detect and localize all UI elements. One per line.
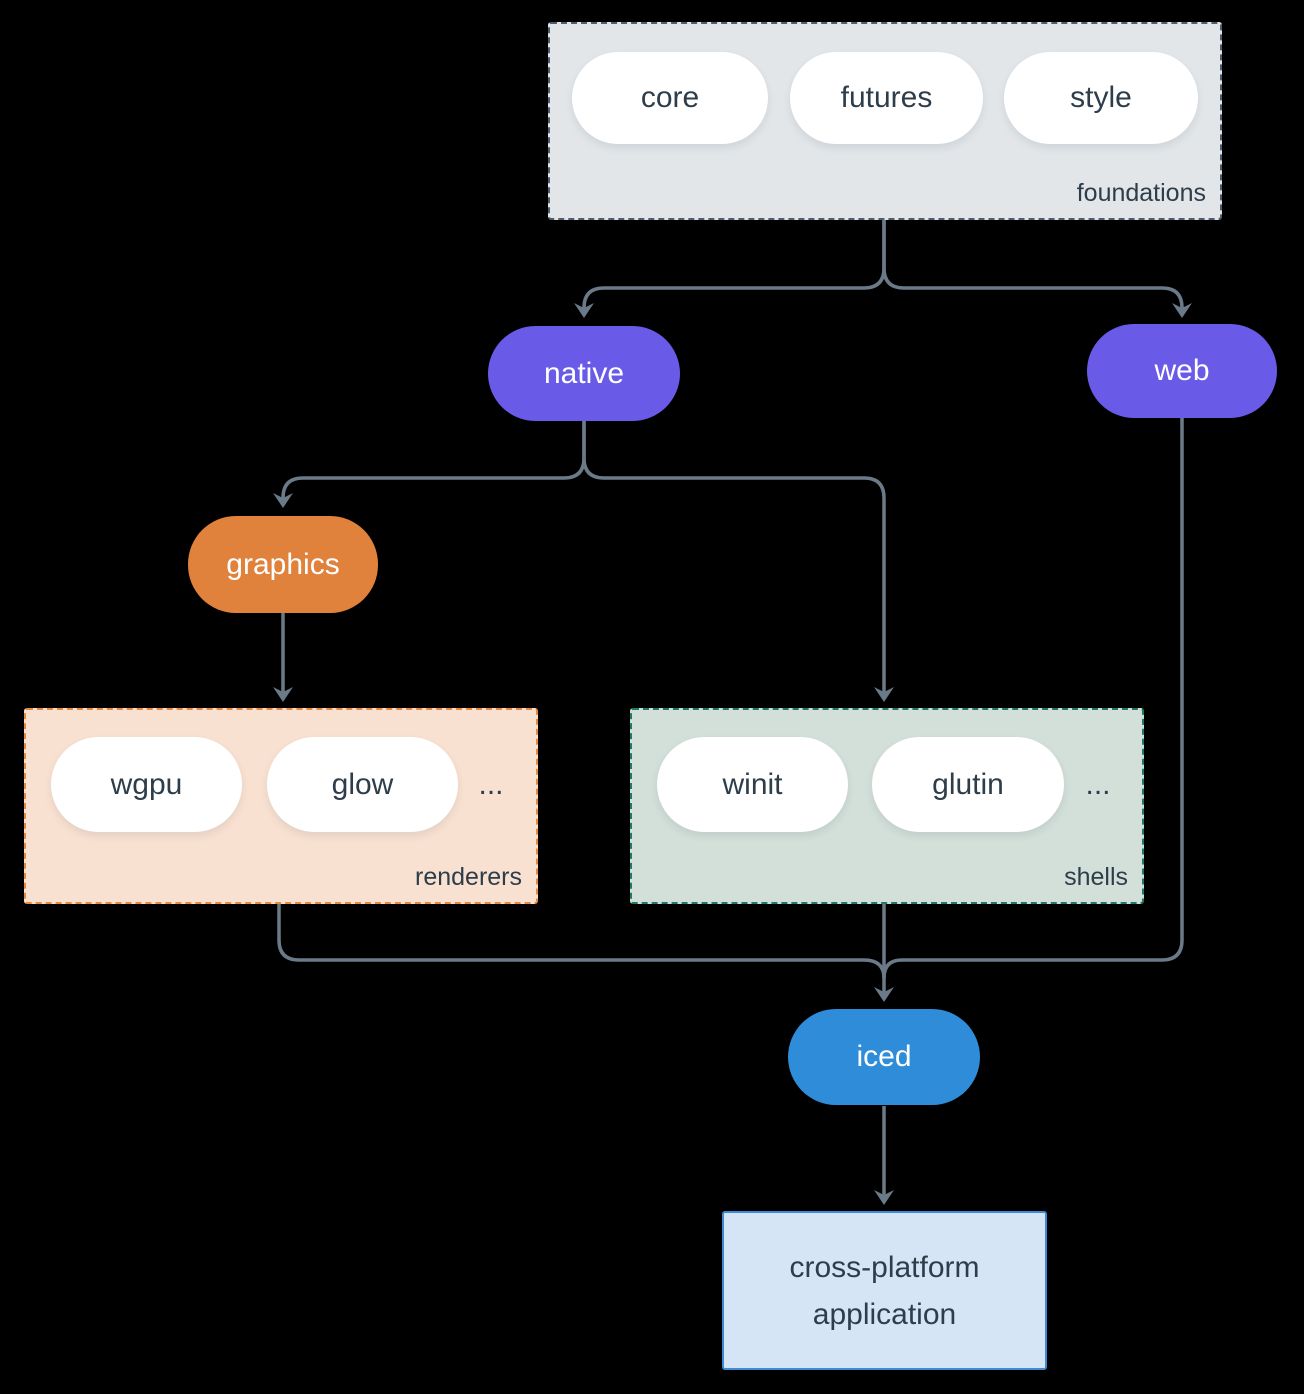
node-futures: futures (790, 52, 983, 144)
node-native: native (488, 326, 680, 421)
group-foundations: core futures style foundations (548, 22, 1222, 220)
edge-foundations-to-web (882, 216, 1184, 309)
node-iced: iced (788, 1009, 980, 1105)
arrowhead-native (574, 303, 594, 318)
node-glow: glow (267, 737, 458, 832)
group-shells-label: shells (1064, 863, 1128, 891)
group-renderers: wgpu glow ... renderers (24, 708, 538, 904)
arrowhead-web (1172, 303, 1192, 318)
edge-renderers-to-iced (277, 901, 886, 979)
edge-foundations-to-native (582, 216, 886, 309)
node-style: style (1004, 52, 1198, 144)
arrowhead-graphics (273, 493, 293, 508)
arrowhead-shells (874, 687, 894, 702)
node-cross-platform-application: cross-platform application (722, 1211, 1047, 1370)
arrowhead-renderers (273, 687, 293, 702)
node-glutin: glutin (872, 737, 1064, 832)
arrowhead-iced (874, 987, 894, 1002)
edge-web-to-iced (882, 418, 1184, 979)
node-wgpu: wgpu (51, 737, 242, 832)
node-core: core (572, 52, 768, 144)
node-web: web (1087, 324, 1277, 418)
renderers-ellipsis: ... (478, 767, 504, 801)
shells-ellipsis: ... (1085, 767, 1111, 801)
group-foundations-label: foundations (1076, 179, 1206, 207)
group-shells: winit glutin ... shells (630, 708, 1144, 904)
arrowhead-app (874, 1190, 894, 1205)
edge-native-to-graphics (281, 421, 586, 499)
node-graphics: graphics (188, 516, 378, 613)
group-renderers-label: renderers (415, 863, 522, 891)
edge-native-to-shells (582, 421, 886, 692)
node-winit: winit (657, 737, 848, 832)
